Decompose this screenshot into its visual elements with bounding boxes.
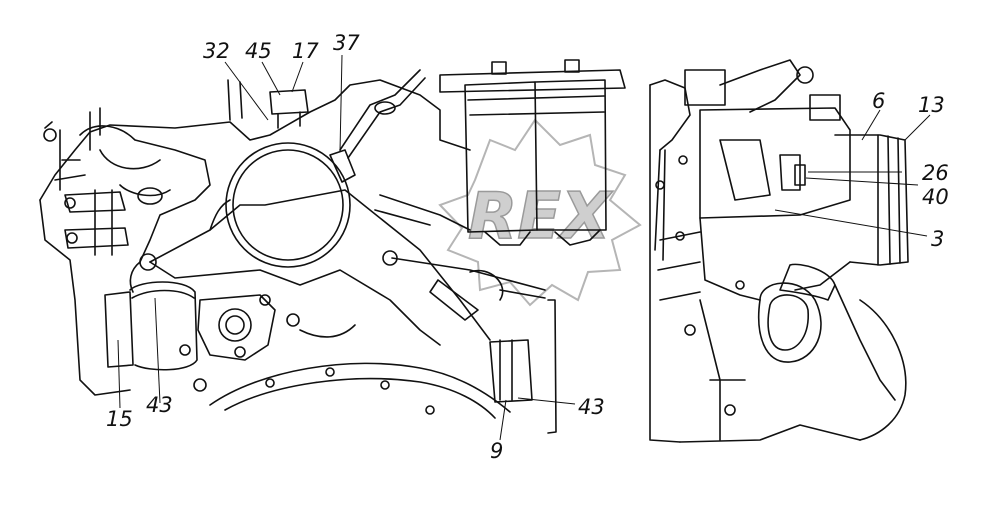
callout-43-right: 43 <box>578 395 605 419</box>
callout-37: 37 <box>333 31 360 55</box>
callout-43-left: 43 <box>146 393 173 417</box>
callout-15: 15 <box>106 407 133 431</box>
leader-lines <box>117 54 931 441</box>
callout-40: 40 <box>922 185 949 209</box>
callout-6: 6 <box>872 89 885 113</box>
watermark-text: REX <box>468 180 613 254</box>
callout-9: 9 <box>490 439 503 463</box>
callout-45: 45 <box>245 39 272 63</box>
callout-3: 3 <box>931 227 944 251</box>
watermark-logo: REX <box>438 118 642 307</box>
left-view <box>39 59 626 434</box>
callout-labels: 32 45 17 37 6 13 26 40 3 15 43 43 9 <box>106 31 949 463</box>
callout-17: 17 <box>292 39 319 63</box>
callout-32: 32 <box>203 39 230 63</box>
right-view <box>649 59 909 443</box>
callout-26: 26 <box>922 161 949 185</box>
callout-13: 13 <box>918 93 945 117</box>
